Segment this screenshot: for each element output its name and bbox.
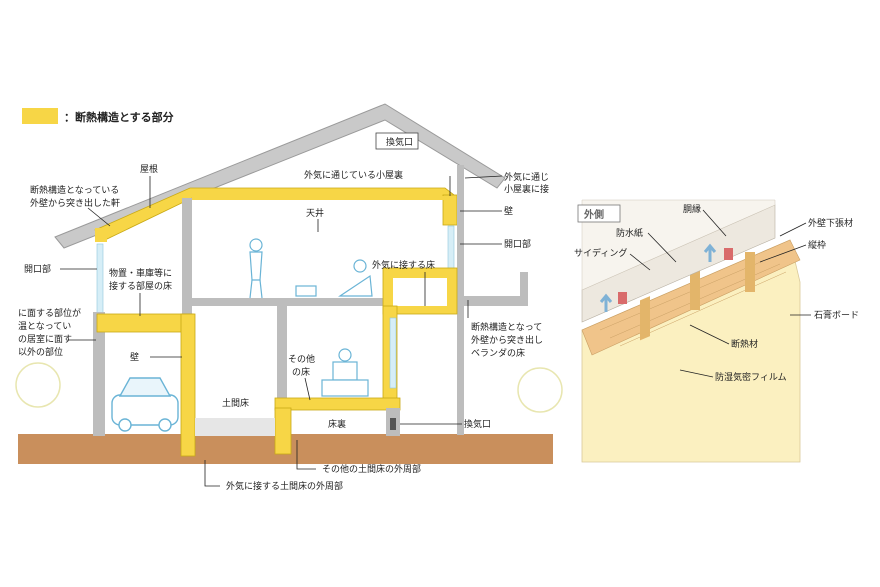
label-other-doma: その他の土間床の外周部 bbox=[322, 463, 421, 475]
label-floor-ext: 外気に接する床 bbox=[372, 259, 435, 271]
label-attic-r1: 外気に通じ bbox=[504, 171, 549, 183]
label-left-2: 温となってい bbox=[18, 321, 71, 332]
label-attic-r2: 小屋裏に接 bbox=[504, 183, 549, 195]
label-garage-1: 物置・車庫等に bbox=[109, 267, 172, 279]
floor-ext-cut bbox=[393, 278, 447, 306]
garage-ceiling-insulation bbox=[96, 313, 194, 333]
legend-text: ：断熱構造とする部分 bbox=[64, 110, 174, 124]
outside-tag bbox=[577, 204, 621, 223]
window-left bbox=[96, 243, 104, 315]
label-attic: 外気に通じている小屋裏 bbox=[304, 169, 403, 181]
label-roof: 屋根 bbox=[140, 163, 158, 175]
label-vent-top: 換気口 bbox=[386, 136, 413, 148]
detail-leader-lines bbox=[629, 209, 811, 378]
label-veranda-1: 断熱構造となって bbox=[471, 321, 542, 333]
furring-2 bbox=[724, 248, 733, 260]
car-icon bbox=[111, 377, 179, 432]
label-garage-2: 接する部屋の床 bbox=[109, 280, 172, 292]
reclining-person-icon bbox=[295, 259, 373, 297]
label-opening-l: 開口部 bbox=[24, 263, 51, 275]
label-vent-bottom: 換気口 bbox=[464, 418, 491, 430]
label-stud: 縦枠 bbox=[808, 239, 826, 251]
label-other-floor-1: その他 bbox=[288, 353, 315, 365]
label-outside: 外側 bbox=[583, 208, 604, 221]
seated-person-icon bbox=[321, 348, 369, 397]
upper-wall-insulation bbox=[442, 194, 458, 226]
house-section: 換気口 屋根 断熱構造となっている 外壁から突き出した軒 外気に通じている小屋裏… bbox=[15, 103, 563, 492]
label-waterproof: 防水紙 bbox=[616, 227, 643, 239]
vent-top-box bbox=[375, 132, 419, 150]
label-opening-r: 開口部 bbox=[504, 238, 531, 250]
label-eave-2: 外壁から突き出した軒 bbox=[30, 197, 120, 209]
label-doma: 土間床 bbox=[222, 397, 249, 409]
doma-slab bbox=[195, 418, 275, 436]
window-lower bbox=[389, 317, 397, 389]
tree-left bbox=[15, 362, 61, 408]
label-eave-1: 断熱構造となっている bbox=[30, 184, 119, 196]
ceiling-insulation bbox=[192, 196, 444, 200]
standing-person-icon bbox=[249, 238, 263, 299]
tree-right bbox=[517, 367, 563, 413]
label-ext-underlay: 外壁下張材 bbox=[808, 217, 853, 229]
legend-swatch bbox=[22, 108, 58, 124]
label-left-3: の居室に面す bbox=[18, 333, 72, 345]
vent-bottom-icon bbox=[390, 418, 396, 430]
label-ext-doma: 外気に接する土間床の外周部 bbox=[226, 480, 343, 492]
furring-1 bbox=[618, 292, 627, 304]
garage-wall-insulation bbox=[180, 313, 196, 457]
label-gypsum: 石膏ボード bbox=[814, 309, 859, 321]
label-furring: 胴縁 bbox=[683, 203, 701, 215]
upper-floor-slab bbox=[192, 298, 512, 306]
label-ceiling: 天井 bbox=[306, 207, 324, 219]
label-siding: サイディング bbox=[574, 247, 627, 259]
stud-2 bbox=[745, 252, 755, 292]
label-left-1: に面する部位が bbox=[18, 307, 81, 319]
leader-lines bbox=[60, 175, 503, 487]
stud-1 bbox=[640, 296, 650, 341]
label-vapor: 防湿気密フィルム bbox=[715, 371, 787, 383]
airflow-arrow-1 bbox=[599, 293, 613, 312]
label-wall-garage: 壁 bbox=[130, 351, 139, 363]
veranda bbox=[460, 272, 528, 306]
label-underfloor: 床裏 bbox=[328, 418, 346, 430]
other-floor-insulation bbox=[274, 397, 401, 411]
siding-top bbox=[581, 199, 776, 291]
garage-left-wall bbox=[93, 312, 105, 436]
wall-detail: 外側 胴縁 外壁下張材 防水紙 縦枠 サイディング 石膏ボード 断熱材 防湿気密… bbox=[574, 199, 859, 463]
inner-wall bbox=[277, 304, 287, 404]
label-insulation: 断熱材 bbox=[731, 338, 758, 350]
other-doma-insulation bbox=[274, 407, 292, 455]
label-left-4: 以外の部位 bbox=[18, 346, 63, 358]
eave-insulation bbox=[95, 228, 107, 242]
stud-3 bbox=[690, 270, 700, 310]
label-veranda-2: 外壁から突き出し bbox=[471, 334, 543, 346]
airflow-arrow-2 bbox=[703, 243, 717, 262]
label-other-floor-2: の床 bbox=[292, 366, 310, 378]
label-veranda-3: ベランダの床 bbox=[471, 347, 525, 359]
label-wall-r: 壁 bbox=[504, 205, 513, 217]
roof-insulation bbox=[94, 187, 460, 241]
